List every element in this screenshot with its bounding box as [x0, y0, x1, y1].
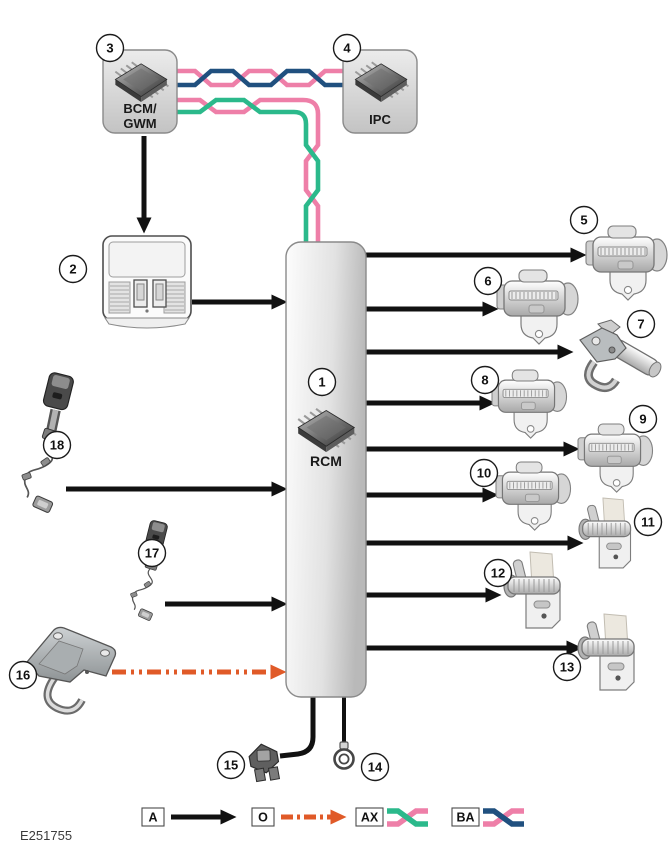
legend: A O AX BA [141, 807, 524, 827]
callout-5: 5 [569, 205, 599, 235]
callout-15-number: 15 [224, 758, 238, 773]
twisted-pair-ba-bcm-to-ipc [177, 68, 343, 88]
legend-item-ax: AX [355, 807, 428, 827]
callout-16-number: 16 [16, 668, 30, 683]
callout-2: 2 [58, 254, 88, 284]
bcm-gwm-module: BCM/ GWM [102, 49, 178, 134]
callout-10: 10 [469, 458, 499, 488]
ipc-module: IPC [342, 49, 418, 134]
callout-2-number: 2 [69, 262, 76, 277]
crash-sensor-16-icon [27, 627, 116, 710]
callout-13-number: 13 [560, 660, 574, 675]
legend-twisted-pair-ba-icon [483, 808, 524, 827]
callout-7-number: 7 [637, 317, 644, 332]
bcm-gwm-label-line2: GWM [123, 116, 156, 131]
callout-17-number: 17 [145, 546, 159, 561]
callout-14-number: 14 [368, 760, 383, 775]
callout-4: 4 [332, 33, 362, 63]
callout-17: 17 [137, 538, 167, 568]
ground-ring-14-icon [333, 741, 355, 770]
callout-3-number: 3 [106, 41, 113, 56]
ax-pink-wire [177, 97, 321, 245]
overhead-console-icon [102, 235, 192, 329]
callout-11: 11 [633, 507, 663, 537]
callout-7: 7 [626, 309, 656, 339]
legend-code-o: O [258, 811, 268, 825]
ba-blue-wire [177, 68, 343, 88]
rcm-label: RCM [310, 453, 342, 469]
retractor-pretensioner-8-icon [491, 369, 568, 439]
callout-10-number: 10 [477, 466, 491, 481]
wire-rcm-to-connector15 [279, 694, 316, 759]
callout-15: 15 [216, 750, 246, 780]
callout-4-number: 4 [343, 41, 351, 56]
legend-item-o: O [251, 807, 347, 827]
callout-18-number: 18 [50, 438, 64, 453]
twisted-pair-ax-bcm-to-rcm [177, 97, 321, 245]
legend-item-ba: BA [451, 807, 524, 827]
callouts: 1 2 3 4 5 6 7 8 9 10 11 12 13 14 15 16 1… [8, 33, 663, 782]
callout-12-number: 12 [491, 566, 505, 581]
retractor-pretensioner-10-icon [495, 461, 572, 531]
callout-1-number: 1 [318, 375, 325, 390]
callout-3: 3 [95, 33, 125, 63]
callout-14: 14 [360, 752, 390, 782]
callout-12: 12 [483, 558, 513, 588]
legend-code-a: A [148, 811, 157, 825]
callout-6: 6 [473, 266, 503, 296]
callout-8-number: 8 [481, 373, 488, 388]
buckle-pretensioner-12-icon [503, 551, 561, 629]
callout-18: 18 [42, 430, 72, 460]
retractor-pretensioner-5-icon [585, 225, 668, 301]
retractor-pretensioner-9-icon [577, 423, 654, 493]
ax-green-wire [177, 97, 321, 245]
bcm-gwm-label-line1: BCM/ [123, 101, 157, 116]
callout-6-number: 6 [484, 274, 491, 289]
buckle-pretensioner-11-icon [578, 497, 632, 569]
buckle-switch-17-icon [130, 520, 168, 621]
callout-5-number: 5 [580, 213, 587, 228]
buckle-pretensioner-13-icon [577, 613, 635, 691]
callout-1: 1 [307, 367, 337, 397]
legend-code-ax: AX [361, 811, 379, 825]
legend-item-a: A [141, 807, 237, 827]
legend-twisted-pair-ax-icon [387, 808, 428, 827]
callout-8: 8 [470, 365, 500, 395]
retractor-pretensioner-6-icon [496, 269, 579, 345]
callout-11-number: 11 [641, 515, 655, 530]
legend-code-ba: BA [456, 811, 474, 825]
callout-9: 9 [628, 404, 658, 434]
diagnostic-connector-15-icon [246, 741, 283, 784]
callout-9-number: 9 [639, 412, 646, 427]
ipc-label: IPC [369, 112, 391, 127]
figure-id: E251755 [20, 828, 72, 843]
rcm-module: RCM [285, 241, 367, 698]
callout-13: 13 [552, 652, 582, 682]
callout-16: 16 [8, 660, 38, 690]
